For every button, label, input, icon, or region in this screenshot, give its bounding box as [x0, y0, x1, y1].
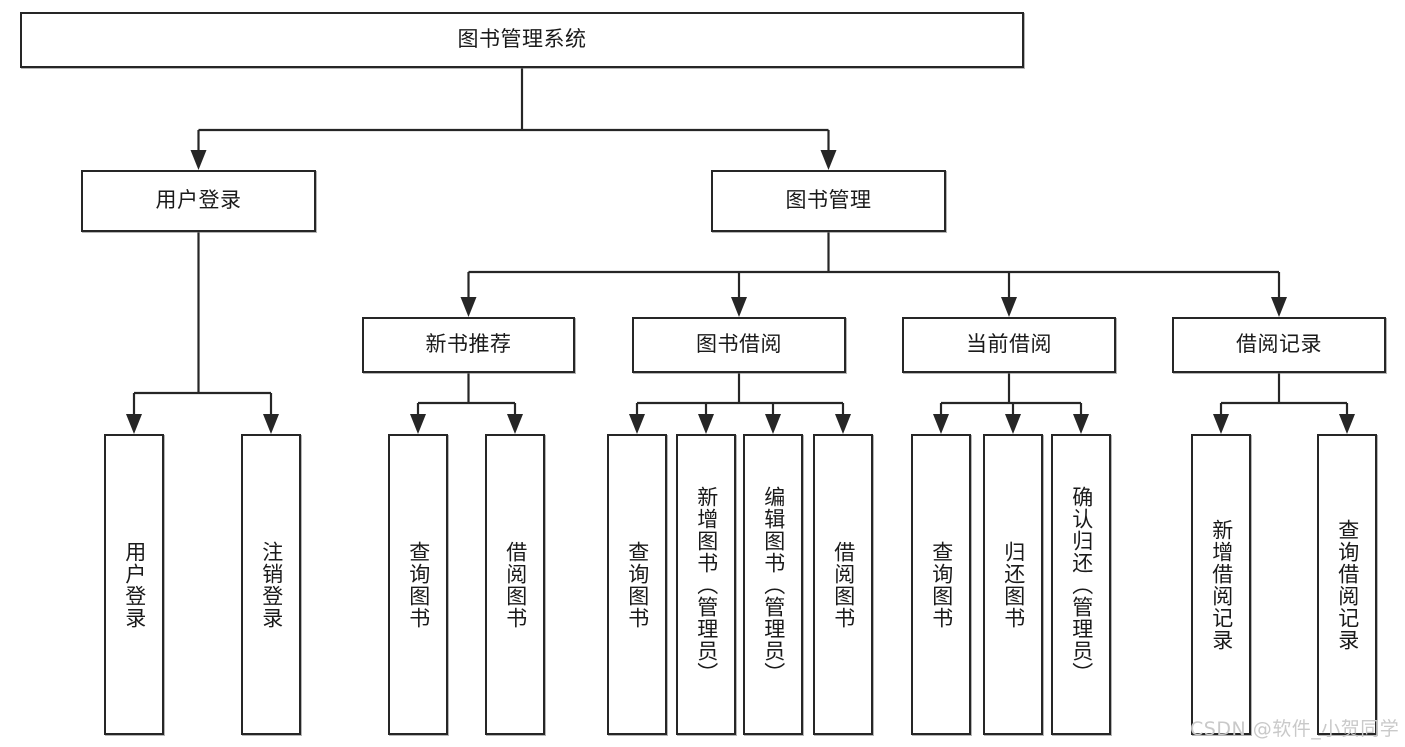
arrowhead-icon	[1271, 297, 1287, 317]
arrowhead-icon	[765, 414, 781, 434]
node-new-book-recommend[interactable]: 新书推荐	[362, 317, 575, 373]
node-add-book-admin[interactable]: 新增图书（管理员）	[676, 434, 736, 735]
node-query-book-1[interactable]: 查询图书	[388, 434, 448, 735]
node-borrow-book-2-label: 借阅图书	[831, 540, 856, 629]
arrowhead-icon	[1001, 297, 1017, 317]
arrowhead-icon	[1073, 414, 1089, 434]
node-query-book-2[interactable]: 查询图书	[607, 434, 667, 735]
arrowhead-icon	[507, 414, 523, 434]
node-new-book-recommend-label: 新书推荐	[425, 332, 512, 357]
arrowhead-icon	[263, 414, 279, 434]
node-book-manage[interactable]: 图书管理	[711, 170, 946, 232]
node-add-borrow-record[interactable]: 新增借阅记录	[1191, 434, 1251, 735]
node-book-manage-label: 图书管理	[785, 188, 872, 213]
arrowhead-icon	[629, 414, 645, 434]
node-add-borrow-record-label: 新增借阅记录	[1209, 518, 1234, 651]
node-borrow-book-1-label: 借阅图书	[503, 540, 528, 629]
arrowhead-icon	[731, 297, 747, 317]
node-root[interactable]: 图书管理系统	[20, 12, 1024, 68]
connector-lines	[126, 68, 1355, 434]
node-borrow-record[interactable]: 借阅记录	[1172, 317, 1386, 373]
arrowhead-icon	[835, 414, 851, 434]
node-query-book-2-label: 查询图书	[625, 540, 650, 629]
node-edit-book-admin[interactable]: 编辑图书（管理员）	[743, 434, 803, 735]
node-current-borrow[interactable]: 当前借阅	[902, 317, 1116, 373]
arrowhead-icon	[820, 150, 837, 170]
node-user-login-do[interactable]: 用户登录	[104, 434, 164, 735]
node-book-borrow[interactable]: 图书借阅	[632, 317, 846, 373]
node-user-login-label: 用户登录	[155, 188, 242, 213]
node-add-book-admin-label: 新增图书（管理员）	[694, 485, 719, 684]
node-root-label: 图书管理系统	[457, 27, 587, 52]
node-confirm-return-admin[interactable]: 确认归还（管理员）	[1051, 434, 1111, 735]
node-borrow-book-1[interactable]: 借阅图书	[485, 434, 545, 735]
node-return-book[interactable]: 归还图书	[983, 434, 1043, 735]
arrowhead-icon	[126, 414, 142, 434]
node-borrow-record-label: 借阅记录	[1236, 332, 1322, 357]
node-borrow-book-2[interactable]: 借阅图书	[813, 434, 873, 735]
node-query-book-3-label: 查询图书	[929, 540, 954, 629]
node-book-borrow-label: 图书借阅	[696, 332, 782, 357]
node-edit-book-admin-label: 编辑图书（管理员）	[761, 485, 786, 684]
node-user-logout-label: 注销登录	[259, 540, 284, 629]
arrowhead-icon	[1339, 414, 1355, 434]
node-query-borrow-record[interactable]: 查询借阅记录	[1317, 434, 1377, 735]
node-user-login[interactable]: 用户登录	[81, 170, 316, 232]
node-user-login-do-label: 用户登录	[122, 540, 147, 629]
node-user-logout[interactable]: 注销登录	[241, 434, 301, 735]
arrowhead-icon	[933, 414, 949, 434]
arrowhead-icon	[1213, 414, 1229, 434]
node-query-book-1-label: 查询图书	[406, 540, 431, 629]
node-current-borrow-label: 当前借阅	[966, 332, 1052, 357]
arrowhead-icon	[698, 414, 714, 434]
node-confirm-return-admin-label: 确认归还（管理员）	[1069, 485, 1094, 684]
arrowhead-icon	[1005, 414, 1021, 434]
arrowhead-icon	[410, 414, 426, 434]
node-query-borrow-record-label: 查询借阅记录	[1335, 518, 1360, 651]
arrowhead-icon	[190, 150, 207, 170]
node-query-book-3[interactable]: 查询图书	[911, 434, 971, 735]
node-return-book-label: 归还图书	[1001, 540, 1026, 629]
arrowhead-icon	[460, 297, 477, 317]
